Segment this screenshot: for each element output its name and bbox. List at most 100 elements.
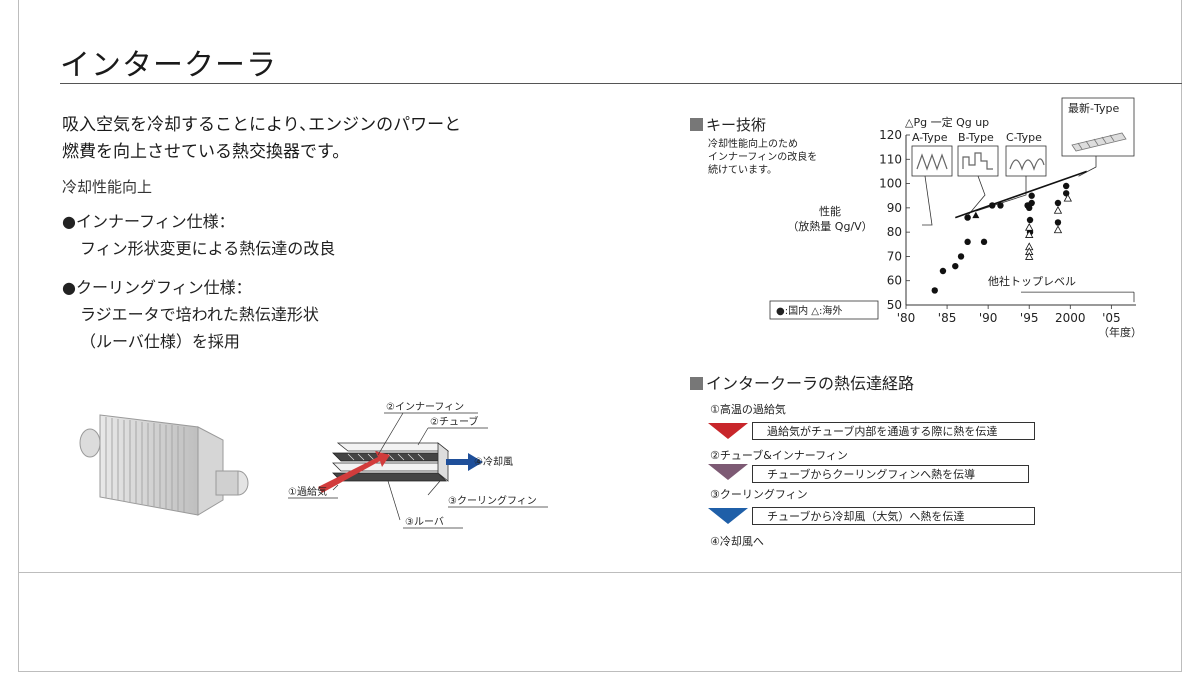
note-line-1: 冷却性能向上のため <box>708 139 798 150</box>
data-point-domestic <box>1028 192 1035 199</box>
data-point-domestic <box>1026 216 1034 224</box>
label-cooling-air: ④冷却風 <box>474 455 513 468</box>
label-inner-fin: ②インナーフィン <box>386 401 464 413</box>
bullet-title: ●インナーフィン仕様： <box>62 212 235 231</box>
bullet-cooling-fin: ●クーリングフィン仕様： ラジエータで培われた熱伝達形状 （ルーバ仕様）を採用 <box>62 274 319 355</box>
red-arrow-icon <box>708 423 748 439</box>
square-marker-icon <box>690 118 703 131</box>
legend-text: ●:国内 △:海外 <box>776 304 842 317</box>
x-axis-label: （年度） <box>1098 325 1142 339</box>
leader-type-b <box>965 175 986 218</box>
data-point-domestic <box>931 287 938 294</box>
y-tick-label: 100 <box>879 177 902 191</box>
data-point-domestic <box>1026 204 1033 212</box>
key-tech-heading-text: キー技術 <box>706 116 767 134</box>
cross-section-diagram: ②インナーフィン ②チューブ ④冷却風 ①過給気 ③クーリングフィン ③ルーバ <box>288 401 548 529</box>
type-a-callout: A-Type <box>911 131 953 177</box>
condition-label: △Pg 一定 Qg up <box>905 115 989 129</box>
y-tick-label: 90 <box>887 201 902 215</box>
y-tick-label: 60 <box>887 274 902 288</box>
data-point-domestic <box>964 238 971 246</box>
frame-left-border <box>18 0 19 672</box>
x-tick-label: '90 <box>979 311 998 325</box>
label-cooling-fin: ③クーリングフィン <box>448 494 537 507</box>
data-point-overseas <box>1025 222 1034 231</box>
data-point-domestic <box>952 262 959 270</box>
type-b-label: B-Type <box>958 131 994 144</box>
legend: ●:国内 △:海外 <box>769 300 879 320</box>
intercooler-illustration <box>79 414 249 516</box>
type-c-label: C-Type <box>1006 131 1042 144</box>
data-point-domestic <box>1054 219 1062 226</box>
latest-type-label: 最新-Type <box>1068 101 1119 115</box>
step-1: ①高温の過給気 <box>710 403 786 416</box>
y-tick-label: 70 <box>887 249 902 263</box>
latest-type-callout: 最新-Type <box>1061 97 1135 157</box>
data-point-domestic <box>1062 182 1070 190</box>
leader-type-a <box>922 175 933 226</box>
data-point-domestic <box>980 238 988 246</box>
note-line-3: 続けています。 <box>708 165 777 176</box>
data-point-domestic <box>964 214 971 221</box>
data-point-domestic <box>957 253 965 260</box>
data-point-domestic <box>939 267 947 275</box>
intro-line-2: 燃費を向上させている熱交換器です。 <box>62 142 350 162</box>
step-2: ②チューブ&インナーフィン <box>710 449 848 462</box>
message-3: チューブから冷却風（大気）へ熱を伝達 <box>752 507 1035 525</box>
data-point-marker <box>972 211 980 219</box>
label-louver: ③ルーバ <box>405 516 444 528</box>
type-b-callout: B-Type <box>957 131 999 177</box>
y-tick-label: 120 <box>879 128 902 142</box>
competitor-label: 他社トップレベル <box>988 274 1076 288</box>
message-1: 過給気がチューブ内部を通過する際に熱を伝達 <box>752 422 1035 440</box>
x-tick-label: '80 <box>897 311 916 325</box>
x-tick-label: '85 <box>938 311 957 325</box>
x-tick-label: '05 <box>1102 311 1121 325</box>
hot-air-arrow-icon <box>318 451 390 493</box>
x-tick-label: '95 <box>1020 311 1039 325</box>
transfer-heading-text: インタークーラの熱伝達経路 <box>706 374 915 393</box>
title-rule <box>60 83 1182 84</box>
performance-chart: 50 60 70 80 90 100 110 120 '80 '85 '90 '95 2000 '05 性… <box>769 97 1142 339</box>
blue-arrow-icon <box>708 508 748 524</box>
data-point-domestic <box>997 202 1004 209</box>
page-title: インタークーラ <box>60 48 277 83</box>
data-point-domestic <box>1028 199 1035 207</box>
type-c-callout: C-Type <box>1005 131 1047 177</box>
cooling-air-arrow-icon <box>446 453 483 471</box>
note-line-2: インナーフィンの改良を <box>708 152 818 163</box>
key-tech-heading: キー技術 <box>690 114 766 135</box>
transfer-heading: インタークーラの熱伝達経路 <box>690 370 914 394</box>
message-2: チューブからクーリングフィンへ熱を伝導 <box>752 465 1029 483</box>
bullet-detail-1: ラジエータで培われた熱伝達形状 <box>80 305 319 324</box>
data-point-overseas <box>1025 252 1034 260</box>
frame-bottom-border <box>18 671 1182 672</box>
data-point-domestic <box>1054 199 1062 207</box>
step-4: ④冷却風へ <box>710 535 764 548</box>
data-point-overseas <box>1053 205 1063 214</box>
y-tick-label: 80 <box>887 225 902 239</box>
trend-line <box>955 170 1087 219</box>
label-supercharged-air: ①過給気 <box>288 485 327 498</box>
frame-right-border <box>1181 0 1182 672</box>
data-point-overseas <box>1063 193 1072 202</box>
y-axis-label-2: （放熱量 Qg/V） <box>787 219 872 233</box>
bullet-detail-2: （ルーバ仕様）を採用 <box>80 332 240 351</box>
y-axis-label-1: 性能 <box>819 204 841 218</box>
intro-text: 吸入空気を冷却することにより､エンジンのパワーと 燃費を向上させている熱交換器で… <box>62 112 461 166</box>
label-tube: ②チューブ <box>430 415 478 428</box>
frame-divider <box>18 572 1182 573</box>
y-tick-label: 50 <box>887 298 902 312</box>
step-3: ③クーリングフィン <box>710 488 808 501</box>
data-point-domestic <box>989 202 996 209</box>
type-a-label: A-Type <box>912 131 948 144</box>
key-tech-note: 冷却性能向上のため インナーフィンの改良を 続けています。 <box>708 138 817 177</box>
leader-latest <box>1078 156 1097 177</box>
bullet-inner-fin: ●インナーフィン仕様： フィン形状変更による熱伝達の改良 <box>62 208 335 262</box>
data-point-overseas <box>1025 230 1034 238</box>
intro-line-1: 吸入空気を冷却することにより､エンジンのパワーと <box>62 115 462 135</box>
data-point-overseas <box>1053 225 1063 234</box>
y-tick-label: 110 <box>879 152 902 166</box>
purple-arrow-icon <box>708 464 748 480</box>
x-tick-label: 2000 <box>1055 311 1086 325</box>
